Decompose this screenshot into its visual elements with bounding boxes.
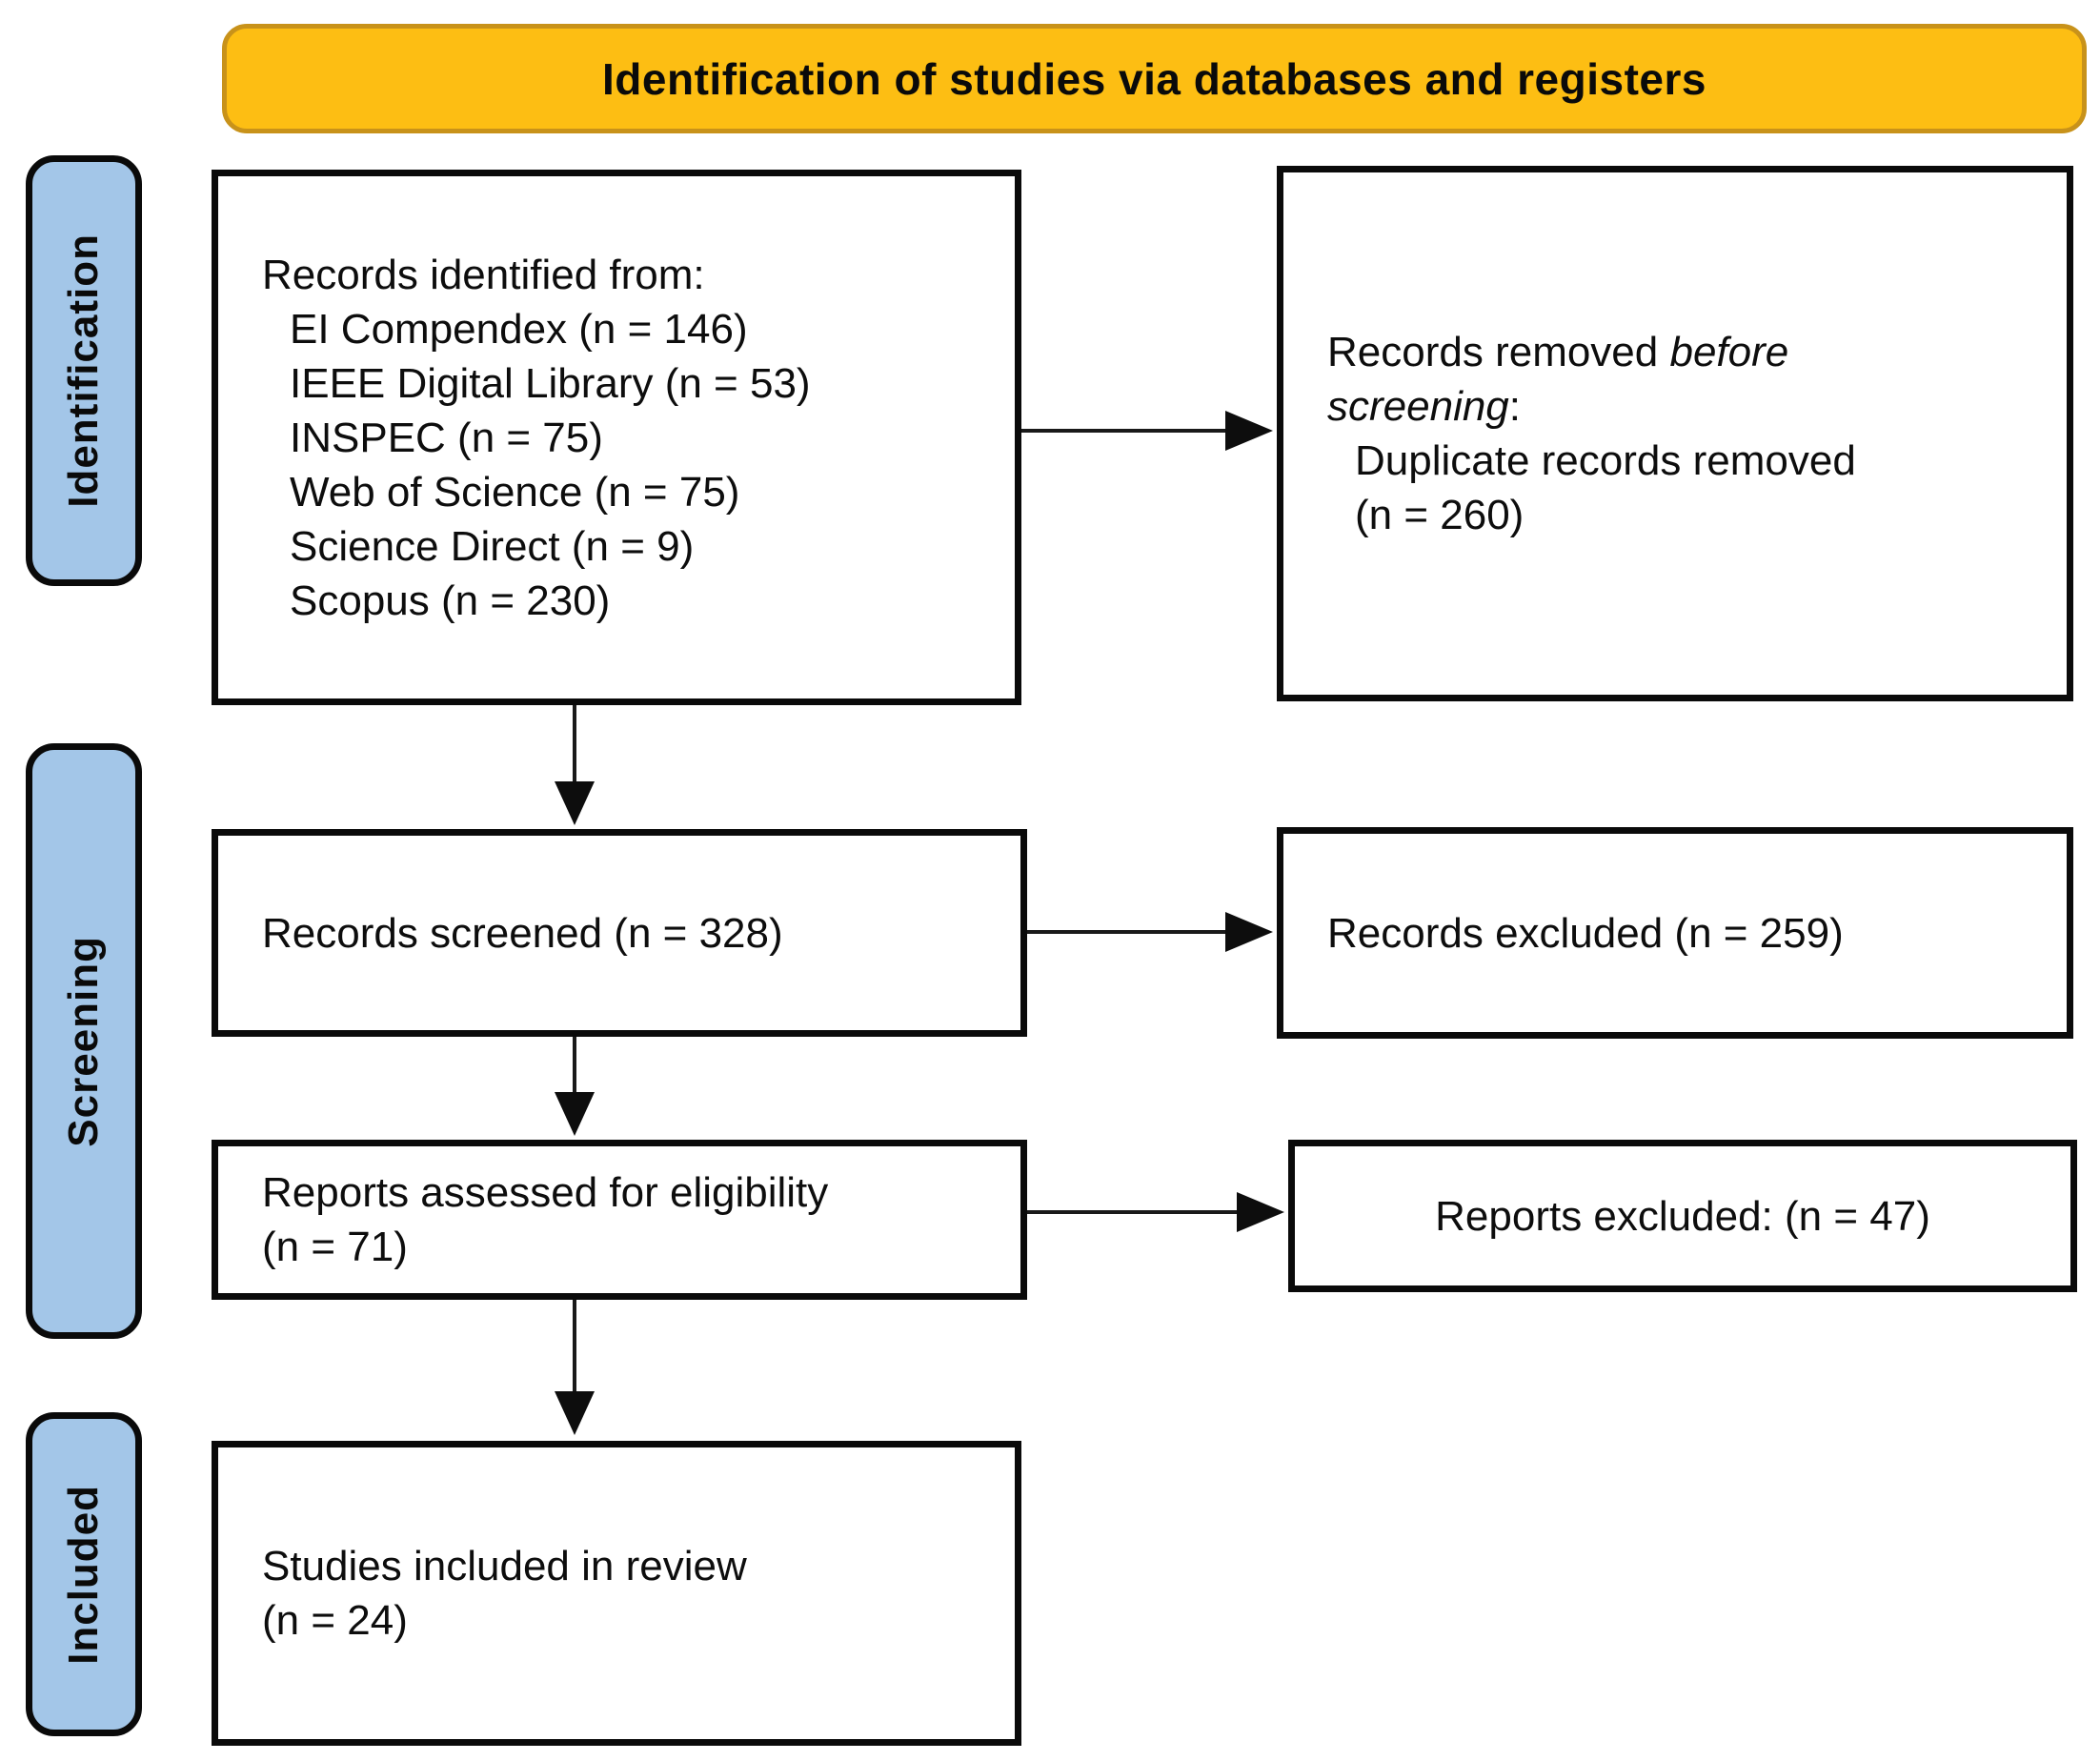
duplicates-removed-count: (n = 260): [1355, 492, 1525, 538]
arrow-right-icon: [1027, 1192, 1284, 1232]
stage-label-screening: Screening: [26, 743, 142, 1339]
box-reports-assessed: Reports assessed for eligibility (n = 71…: [212, 1140, 1027, 1300]
stage-label-text: Screening: [60, 935, 107, 1147]
records-removed-italic: before screening: [1327, 329, 1789, 430]
banner-title: Identification of studies via databases …: [602, 53, 1706, 104]
studies-included-line1: Studies included in review: [262, 1543, 747, 1589]
arrow-down-icon: [555, 1037, 595, 1136]
duplicates-removed-line: Duplicate records removed: [1355, 437, 1856, 484]
arrow-right-icon: [1021, 411, 1273, 451]
records-removed-suffix: :: [1508, 383, 1522, 430]
reports-assessed-line1: Reports assessed for eligibility: [262, 1169, 829, 1216]
source-line-web-of-science: Web of Science (n = 75): [290, 468, 740, 516]
box-records-screened: Records screened (n = 328): [212, 829, 1027, 1037]
records-removed-prefix: Records removed: [1327, 329, 1670, 375]
records-screened-text: Records screened (n = 328): [262, 909, 783, 957]
source-line-inspec: INSPEC (n = 75): [290, 414, 603, 461]
source-line-ieee: IEEE Digital Library (n = 53): [290, 359, 811, 407]
source-line-science-direct: Science Direct (n = 9): [290, 522, 695, 570]
box-records-identified: Records identified from: EI Compendex (n…: [212, 170, 1021, 705]
arrow-right-icon: [1027, 912, 1273, 952]
records-removed-heading: Records removed before screening:: [1283, 325, 1966, 434]
studies-included-line2: (n = 24): [262, 1597, 408, 1644]
stage-label-identification: Identification: [26, 155, 142, 586]
reports-assessed-line2: (n = 71): [262, 1224, 408, 1270]
records-identified-intro: Records identified from:: [262, 251, 705, 298]
box-reports-excluded: Reports excluded: (n = 47): [1288, 1140, 2077, 1292]
stage-label-text: Included: [60, 1484, 107, 1665]
arrow-down-icon: [555, 1300, 595, 1435]
banner: Identification of studies via databases …: [222, 24, 2087, 133]
source-line-ei-compendex: EI Compendex (n = 146): [290, 305, 748, 353]
stage-label-text: Identification: [60, 233, 107, 508]
box-records-removed: Records removed before screening: Duplic…: [1277, 166, 2073, 701]
reports-excluded-text: Reports excluded: (n = 47): [1435, 1192, 1930, 1240]
source-line-scopus: Scopus (n = 230): [290, 577, 611, 624]
records-excluded-text: Records excluded (n = 259): [1327, 909, 1844, 957]
stage-label-included: Included: [26, 1412, 142, 1736]
arrow-down-icon: [555, 705, 595, 825]
box-studies-included: Studies included in review (n = 24): [212, 1441, 1021, 1746]
box-records-excluded: Records excluded (n = 259): [1277, 827, 2073, 1039]
